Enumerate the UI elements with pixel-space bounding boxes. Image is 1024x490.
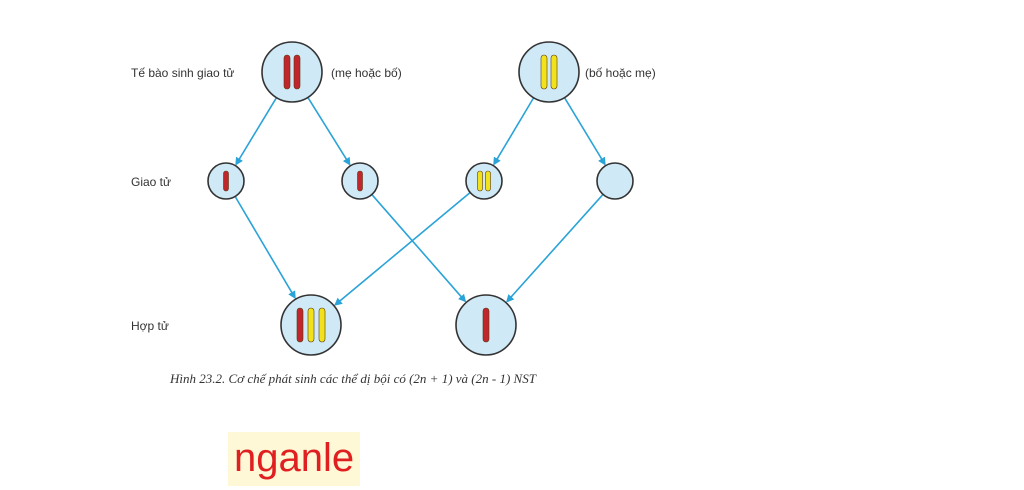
gamete-2-cell: [341, 162, 379, 200]
gamete-1-chromosome-red: [223, 170, 229, 192]
parent-right-membrane: [518, 41, 580, 103]
parent-left-membrane: [261, 41, 323, 103]
row-label-zygote: Hợp tử: [131, 319, 169, 333]
gamete-3-cell: [465, 162, 503, 200]
arrow-parent-right-to-gamete-4: [563, 97, 606, 166]
gamete-4-membrane: [596, 162, 634, 200]
gamete-1-cell: [207, 162, 245, 200]
arrow-parent-left-to-gamete-2: [307, 97, 351, 166]
arrow-gamete-2-to-zygote-right: [371, 194, 467, 303]
arrow-gamete-3-to-zygote-left: [334, 191, 471, 306]
parent-left-note: (mẹ hoặc bố): [331, 66, 402, 80]
gamete-3-membrane: [465, 162, 503, 200]
gamete-3-chromosome-yellow: [485, 170, 491, 192]
zygote-left-chromosome-yellow: [318, 307, 326, 343]
parent-left-cell: [261, 41, 323, 103]
parent-right-chromosome-yellow: [550, 54, 558, 90]
zygote-left-cell: [280, 294, 342, 356]
gamete-2-chromosome-red: [357, 170, 363, 192]
row-label-gamete: Giao tử: [131, 175, 171, 189]
gamete-4-cell: [596, 162, 634, 200]
arrows: [234, 97, 606, 306]
gamete-3-chromosome-yellow: [477, 170, 483, 192]
row-label-parent: Tế bào sinh giao tử: [131, 66, 234, 80]
zygote-right-chromosome-red: [482, 307, 490, 343]
watermark-text: nganle: [228, 432, 361, 486]
parent-right-chromosome-yellow: [540, 54, 548, 90]
zygote-right-cell: [455, 294, 517, 356]
zygote-left-chromosome-yellow: [307, 307, 315, 343]
figure-caption: Hình 23.2. Cơ chế phát sinh các thể dị b…: [170, 371, 536, 386]
zygote-left-chromosome-red: [296, 307, 304, 343]
cells: [207, 41, 634, 356]
arrow-parent-right-to-gamete-3: [493, 97, 535, 166]
parent-right-note: (bố hoặc mẹ): [585, 66, 656, 80]
meiosis-nondisjunction-diagram: Tế bào sinh giao tử Giao tử Hợp tử (mẹ h…: [131, 41, 656, 356]
parent-left-chromosome-red: [283, 54, 291, 90]
parent-right-cell: [518, 41, 580, 103]
parent-left-chromosome-red: [293, 54, 301, 90]
arrow-gamete-4-to-zygote-right: [506, 193, 604, 303]
arrow-gamete-1-to-zygote-left: [234, 196, 296, 300]
arrow-parent-left-to-gamete-1: [235, 97, 278, 166]
